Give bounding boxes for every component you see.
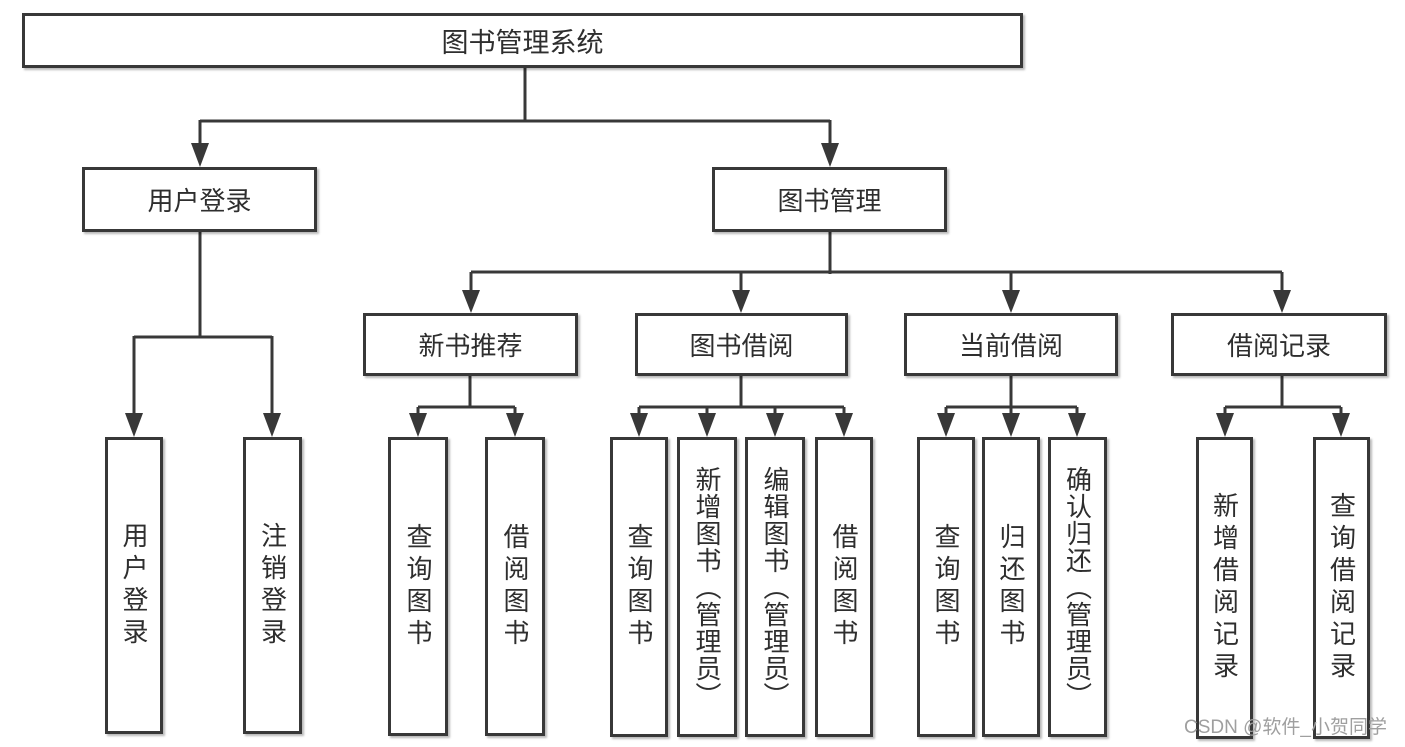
node-confirm-return-admin: 确认归还（管理员）	[1048, 437, 1107, 737]
node-borrowing-records: 借阅记录	[1171, 313, 1387, 376]
node-user-login-action: 用户登录	[105, 437, 163, 734]
node-new-book-recommendation: 新书推荐	[363, 313, 578, 376]
node-query-books: 查询图书	[610, 437, 668, 737]
arrowhead-icons	[125, 143, 1350, 437]
watermark: CSDN @软件_小贺同学	[1184, 717, 1387, 738]
node-return-books: 归还图书	[982, 437, 1040, 737]
node-add-borrow-record: 新增借阅记录	[1196, 437, 1253, 739]
node-user-login: 用户登录	[82, 167, 317, 232]
node-book-borrowing: 图书借阅	[635, 313, 848, 376]
node-logout-action: 注销登录	[243, 437, 302, 734]
node-query-books: 查询图书	[388, 437, 448, 736]
node-borrow-books: 借阅图书	[485, 437, 545, 736]
node-current-borrowing: 当前借阅	[904, 313, 1118, 376]
node-edit-book-admin: 编辑图书（管理员）	[745, 437, 805, 737]
node-library-management-system: 图书管理系统	[22, 13, 1023, 68]
node-borrow-books: 借阅图书	[815, 437, 873, 737]
node-add-book-admin: 新增图书（管理员）	[677, 437, 737, 737]
node-query-books: 查询图书	[917, 437, 975, 737]
node-query-borrow-record: 查询借阅记录	[1313, 437, 1370, 739]
node-book-management: 图书管理	[712, 167, 947, 232]
